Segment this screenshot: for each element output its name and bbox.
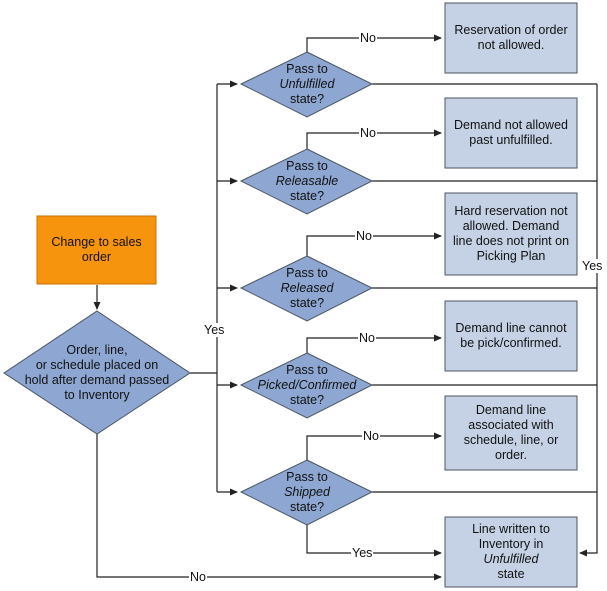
connector-no-shipped — [306, 432, 442, 460]
label-yes-bus: Yes — [581, 259, 604, 273]
result-box-picked — [444, 300, 578, 372]
connector-no-releasable — [306, 129, 442, 149]
label-yes-trunk: Yes — [203, 323, 226, 337]
final-box — [444, 516, 578, 588]
label-no-releasable: No — [359, 126, 377, 140]
decision-unfulfilled — [239, 51, 374, 118]
start-box — [36, 215, 157, 285]
decision-shipped — [239, 459, 374, 526]
connector-hold-no — [96, 434, 442, 581]
connector-yes-shipped-final — [306, 524, 442, 557]
decision-released — [239, 255, 374, 322]
label-no-unfulfilled: No — [359, 31, 377, 45]
hold-decision — [3, 310, 191, 435]
decision-releasable — [239, 148, 374, 215]
connector-no-released — [306, 232, 442, 256]
label-yes-shipped: Yes — [351, 546, 374, 560]
result-box-shipped — [444, 395, 578, 471]
connector-no-picked — [306, 334, 442, 353]
connector-yes-bus — [579, 84, 598, 557]
result-box-released — [444, 192, 578, 276]
result-box-unfulfilled — [444, 2, 578, 74]
label-no-shipped: No — [362, 429, 380, 443]
label-no-hold: No — [189, 570, 207, 584]
decision-picked-confirmed — [239, 352, 374, 419]
result-box-releasable — [444, 97, 578, 169]
connector-no-unfulfilled — [306, 34, 442, 52]
label-no-released: No — [355, 229, 373, 243]
label-no-picked: No — [358, 331, 376, 345]
